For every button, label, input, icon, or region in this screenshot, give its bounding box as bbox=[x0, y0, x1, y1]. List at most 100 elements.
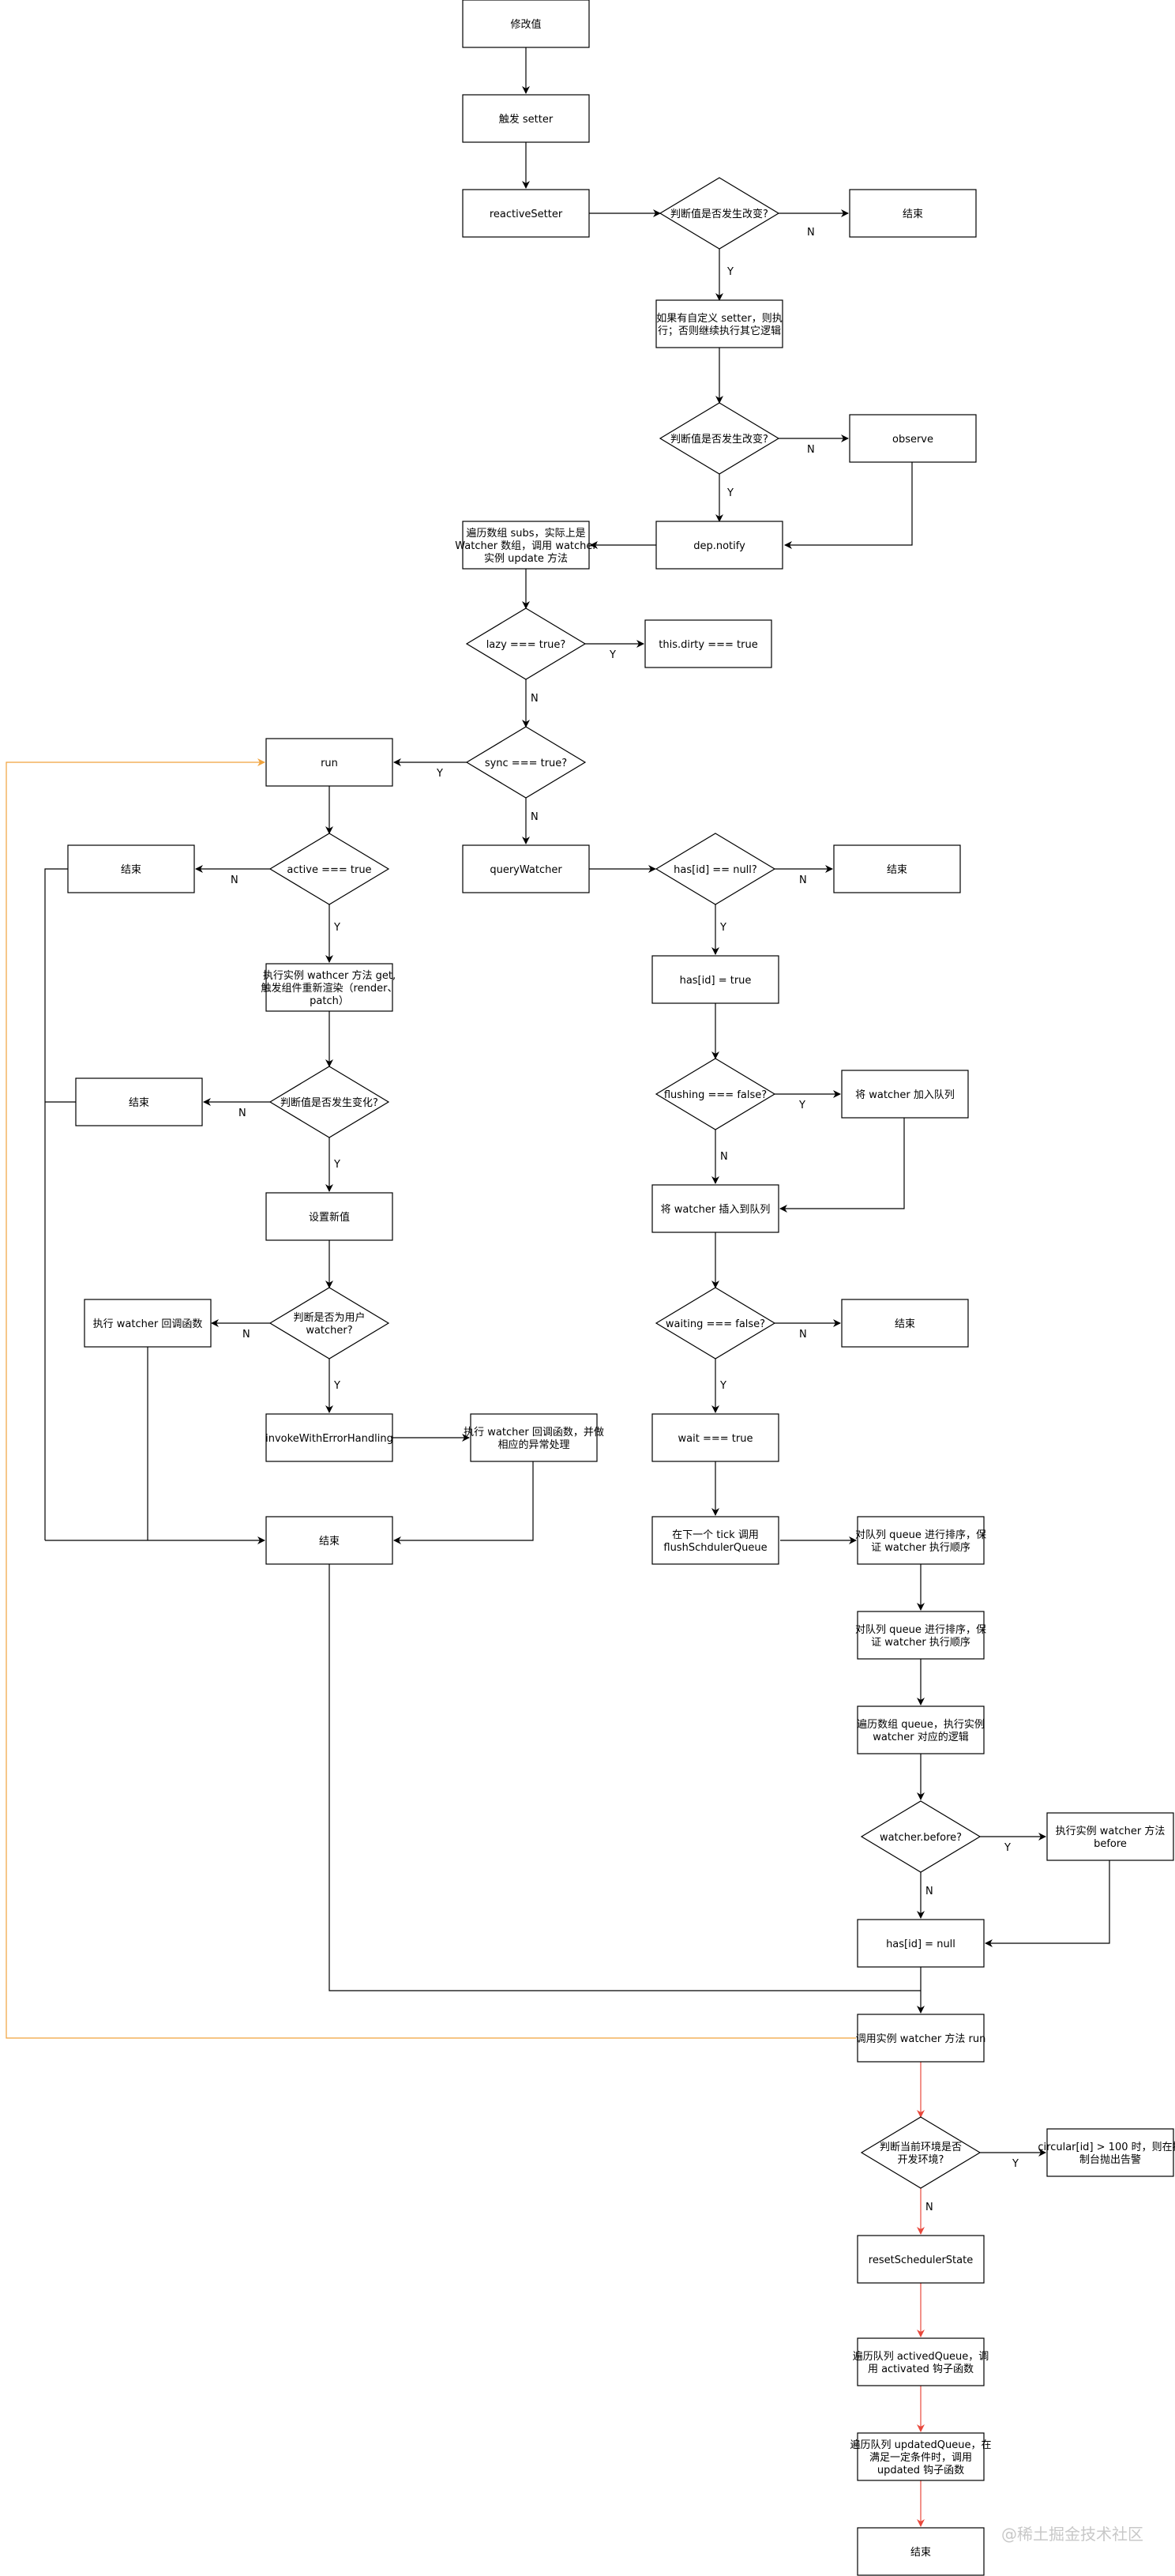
label-line: patch） bbox=[310, 995, 349, 1007]
label-end-changed: 结束 bbox=[129, 1097, 149, 1109]
label-end-final: 结束 bbox=[910, 2547, 931, 2559]
label-end-active: 结束 bbox=[121, 864, 141, 876]
node-judge-changed-1 bbox=[659, 177, 780, 250]
node-reset-state bbox=[857, 2235, 985, 2284]
node-sort-queue-2 bbox=[857, 1611, 985, 1660]
label-line: 对队列 queue 进行排序，保 bbox=[855, 1529, 986, 1541]
label-sort-queue-1: 对队列 queue 进行排序，保证 watcher 执行顺序 bbox=[855, 1529, 986, 1554]
node-end-changed bbox=[75, 1077, 203, 1126]
edge-label-sync-y: Y bbox=[436, 768, 443, 780]
node-judge-user-watcher bbox=[268, 1287, 390, 1359]
label-line: 遍历队列 activedQueue，调 bbox=[853, 2350, 989, 2363]
edge-label-judge1-n: N bbox=[807, 227, 815, 239]
node-circular bbox=[1046, 2128, 1174, 2177]
edge-label-flushing-n: N bbox=[720, 1151, 728, 1163]
edge-label-active-n: N bbox=[231, 874, 238, 886]
label-line: watcher? bbox=[306, 1325, 352, 1337]
edge-label-user-y: Y bbox=[333, 1380, 340, 1392]
node-dep-notify bbox=[655, 521, 783, 570]
label-insert-queue: 将 watcher 插入到队列 bbox=[661, 1204, 771, 1216]
edge-observe-to-dep bbox=[784, 462, 913, 549]
node-modify-value bbox=[462, 0, 590, 48]
node-sort-queue-1 bbox=[857, 1516, 985, 1565]
label-line: 用 activated 钩子函数 bbox=[868, 2364, 974, 2375]
node-exec-callback bbox=[84, 1299, 212, 1348]
label-end-waiting: 结束 bbox=[895, 1318, 915, 1330]
label-reset-state: resetSchedulerState bbox=[869, 2254, 973, 2266]
node-traverse-queue bbox=[857, 1705, 985, 1754]
node-exec-callback-err bbox=[470, 1413, 598, 1462]
node-exec-get bbox=[265, 963, 393, 1012]
label-end-main: 结束 bbox=[319, 1536, 340, 1547]
node-end-has bbox=[833, 844, 961, 893]
label-line: 证 watcher 执行顺序 bbox=[871, 1637, 970, 1649]
label-sync-true: sync === true? bbox=[485, 758, 567, 769]
edge-endmain-down bbox=[328, 1564, 921, 1991]
node-wait-true bbox=[651, 1413, 779, 1462]
label-run: run bbox=[321, 758, 338, 769]
watermark: @稀土掘金技术社区 bbox=[1001, 2525, 1143, 2544]
edge-endactive-left bbox=[44, 868, 68, 1540]
label-activated-queue: 遍历队列 activedQueue，调用 activated 钩子函数 bbox=[853, 2350, 989, 2375]
node-custom-setter bbox=[655, 299, 783, 348]
node-watcher-before bbox=[860, 1800, 982, 1873]
node-has-id-null bbox=[655, 833, 776, 905]
label-judge-dev: 判断当前环境是否开发环境? bbox=[880, 2141, 962, 2166]
label-line: before bbox=[1094, 1838, 1127, 1850]
node-invoke-error bbox=[265, 1413, 393, 1462]
edge-label-hasnull-y: Y bbox=[719, 922, 726, 934]
node-waiting-false bbox=[655, 1287, 776, 1359]
label-line: 实例 update 方法 bbox=[484, 552, 568, 565]
node-next-tick bbox=[651, 1516, 779, 1565]
label-invoke-error: invokeWithErrorHandling bbox=[265, 1433, 393, 1445]
label-exec-get: 执行实例 wathcer 方法 get,触发组件重新渲染（render、patc… bbox=[261, 969, 398, 1007]
node-updated-queue bbox=[857, 2432, 985, 2481]
label-exec-callback-err: 执行 watcher 回调函数，并做相应的异常处理 bbox=[464, 1427, 604, 1451]
edge-label-waiting-n: N bbox=[799, 1329, 807, 1341]
label-line: 触发组件重新渲染（render、 bbox=[261, 982, 398, 995]
edge-label-hasnull-n: N bbox=[799, 874, 807, 886]
label-has-id-true: has[id] = true bbox=[680, 975, 752, 987]
node-judge-dev bbox=[860, 2116, 982, 2189]
edge-label-active-y: Y bbox=[333, 922, 340, 934]
node-query-watcher bbox=[462, 844, 590, 893]
edge-label-judge3-n: N bbox=[238, 1107, 246, 1119]
label-line: updated 钩子函数 bbox=[877, 2465, 964, 2476]
label-flushing-false: flushing === false? bbox=[664, 1089, 767, 1101]
label-exec-callback: 执行 watcher 回调函数 bbox=[93, 1318, 203, 1330]
label-line: 证 watcher 执行顺序 bbox=[871, 1542, 970, 1554]
label-reactive-setter: reactiveSetter bbox=[490, 209, 563, 220]
node-end-waiting bbox=[841, 1299, 969, 1348]
label-active-true: active === true bbox=[287, 864, 371, 876]
label-end-has: 结束 bbox=[887, 864, 907, 876]
edge-label-before-n: N bbox=[925, 1886, 933, 1897]
node-dirty-true bbox=[644, 619, 772, 668]
edge-label-judge1-y: Y bbox=[726, 266, 734, 278]
label-call-run: 调用实例 watcher 方法 run bbox=[856, 2033, 986, 2045]
label-line: 遍历数组 subs，实际上是 bbox=[466, 527, 585, 540]
edge-label-lazy-n: N bbox=[531, 693, 539, 705]
label-watcher-before: watcher.before? bbox=[880, 1832, 962, 1844]
node-set-new-value bbox=[265, 1192, 393, 1241]
label-line: 判断当前环境是否 bbox=[880, 2141, 962, 2153]
label-has-id-null-set: has[id] = null bbox=[886, 1939, 955, 1950]
label-line: 执行实例 watcher 方法 bbox=[1056, 1825, 1166, 1837]
node-end-final bbox=[857, 2527, 985, 2576]
label-line: 遍历数组 queue，执行实例 bbox=[857, 1718, 985, 1731]
label-has-id-null: has[id] == null? bbox=[674, 864, 757, 876]
label-custom-setter: 如果有自定义 setter，则执行；否则继续执行其它逻辑 bbox=[656, 312, 782, 337]
label-line: 如果有自定义 setter，则执 bbox=[656, 312, 782, 325]
edge-exec-to-hasnull bbox=[985, 1860, 1110, 1947]
label-line: Watcher 数组，调用 watcher bbox=[455, 540, 597, 552]
node-trigger-setter bbox=[462, 94, 590, 143]
label-line: 开发环境? bbox=[898, 2153, 944, 2166]
node-observe bbox=[849, 414, 977, 463]
label-wait-true: wait === true bbox=[678, 1433, 753, 1445]
label-line: circular[id] > 100 时，则在控 bbox=[1038, 2142, 1175, 2153]
label-dirty-true: this.dirty === true bbox=[659, 639, 757, 651]
